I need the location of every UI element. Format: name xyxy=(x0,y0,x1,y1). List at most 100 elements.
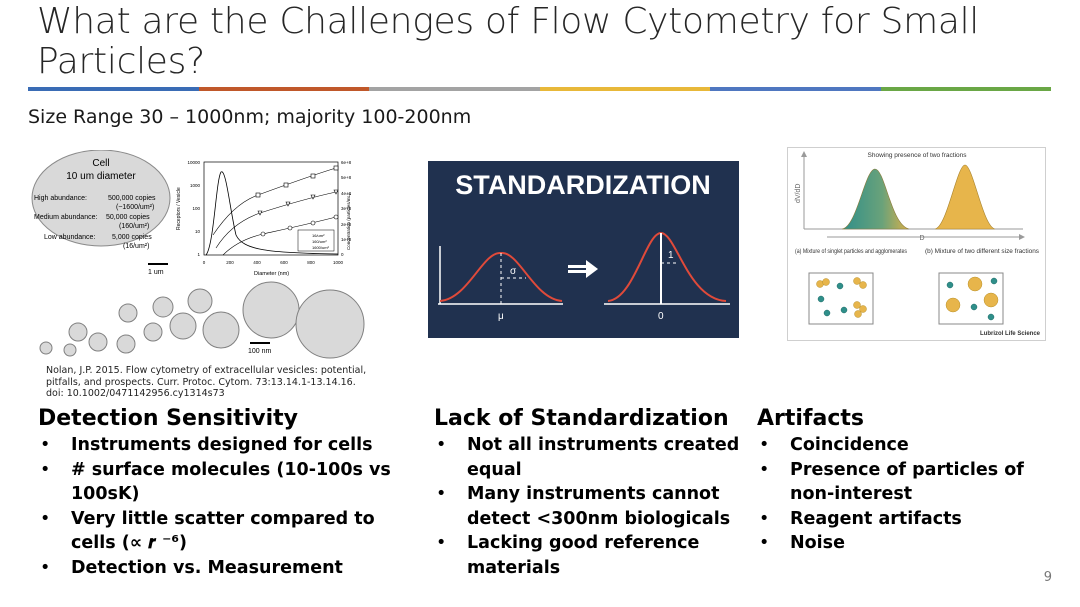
two-fractions-figure: Showing presence of two fractions dV/dD … xyxy=(787,147,1046,341)
lubrizol-credit: Lubrizol Life Science xyxy=(980,331,1041,337)
y-tick-left-5: 1 xyxy=(197,252,200,257)
abundance-high-value: 500,000 copies xyxy=(108,195,156,202)
particle-dot xyxy=(822,278,830,286)
concentration-curve xyxy=(205,171,339,256)
list-item: Noise xyxy=(757,531,1067,556)
list-item: Reagent artifacts xyxy=(757,507,1067,532)
divider-segment-2 xyxy=(198,87,369,91)
list-item: Very little scatter compared to cells (∝… xyxy=(38,507,398,556)
plot-y-axis-left: Receptors / Vesicle xyxy=(176,187,182,230)
abundance-high-density: (~1600/um²) xyxy=(116,204,154,211)
divider-segment-1 xyxy=(28,87,199,91)
series-16-marker-4 xyxy=(333,214,339,220)
series-16-marker-1 xyxy=(260,231,266,237)
slide-title: What are the Challenges of Flow Cytometr… xyxy=(37,1,980,82)
lack-of-standardization-column: Lack of Standardization Not all instrume… xyxy=(434,405,744,580)
particle-dot xyxy=(946,281,954,289)
artifacts-heading: Artifacts xyxy=(757,406,865,431)
series-160-marker-4 xyxy=(333,189,339,195)
series-16-marker-3 xyxy=(310,220,316,226)
standardization-banner: STANDARDIZATION xyxy=(455,170,710,200)
particle-dot xyxy=(967,276,983,292)
vesicle-circle xyxy=(68,322,88,342)
list-item: Presence of particles of non-interest xyxy=(757,458,1067,507)
title-divider xyxy=(28,87,1051,91)
cell-circle xyxy=(31,150,171,247)
vesicle-size-circles xyxy=(39,281,365,359)
vesicle-circle xyxy=(118,303,138,323)
fractions-x-label: D xyxy=(919,235,924,242)
plot-legend-box xyxy=(297,229,335,252)
particle-dot xyxy=(817,295,825,303)
peak-size-fraction xyxy=(934,164,996,230)
series-160-marker-1 xyxy=(257,210,263,216)
vesicle-circle xyxy=(116,334,136,354)
x-tick-1: 0 xyxy=(203,260,206,265)
vesicle-circle xyxy=(39,341,53,355)
x-tick-2: 200 xyxy=(226,260,234,265)
vesicle-circle xyxy=(63,343,77,357)
series-16-marker-2 xyxy=(287,225,293,231)
fractions-y-label: dV/dD xyxy=(795,184,802,203)
y-tick-left-2: 1000 xyxy=(190,183,201,188)
standardization-figure: STANDARDIZATION σ μ 1 0 xyxy=(428,161,739,338)
detection-sensitivity-list: Instruments designed for cells # surface… xyxy=(38,433,398,580)
divider-segment-4 xyxy=(539,87,710,91)
series-1600-marker-4 xyxy=(333,165,339,171)
legend-16: 16/um² xyxy=(312,233,325,238)
particle-scale-label: 100 nm xyxy=(248,348,272,355)
peak-singlet-agglomerates xyxy=(841,168,910,230)
particle-dot xyxy=(987,313,995,321)
list-item: Coincidence xyxy=(757,433,1067,458)
abundance-medium-value: 50,000 copies xyxy=(106,214,150,221)
divider-segment-5 xyxy=(710,87,881,91)
cell-diameter: 10 um diameter xyxy=(66,171,136,182)
particle-dot xyxy=(840,306,848,314)
standardization-background xyxy=(428,161,739,338)
list-item: Instruments designed for cells xyxy=(38,433,398,458)
vesicle-circle xyxy=(169,312,197,340)
abundance-high-label: High abundance: xyxy=(34,195,87,202)
y-tick-right-5: 2e+8 xyxy=(341,222,352,227)
x-tick-4: 600 xyxy=(280,260,288,265)
particle-dot xyxy=(854,310,862,318)
detection-sensitivity-column: Detection Sensitivity Instruments design… xyxy=(38,405,398,580)
mu-label: μ xyxy=(498,311,504,322)
vesicle-circle xyxy=(202,311,240,349)
size-range-subtitle: Size Range 30 – 1000nm; majority 100-200… xyxy=(28,106,472,128)
vesicle-circle xyxy=(88,332,108,352)
y-tick-left-4: 10 xyxy=(195,229,201,234)
series-1600-marker-2 xyxy=(283,182,289,188)
x-tick-5: 800 xyxy=(307,260,315,265)
series-1600-line xyxy=(212,167,337,236)
abundance-low-label: Low abundance: xyxy=(44,234,95,241)
particle-dot xyxy=(970,303,978,311)
list-item: Many instruments cannot detect <300nm bi… xyxy=(434,482,744,531)
x-tick-3: 400 xyxy=(253,260,261,265)
list-item: Detection vs. Measurement xyxy=(38,556,398,581)
series-1600-marker-1 xyxy=(255,192,261,198)
y-tick-right-7: 0 xyxy=(341,252,344,257)
divider-segment-3 xyxy=(369,87,540,91)
y-tick-left-3: 100 xyxy=(192,206,200,211)
figure-citation: Nolan, J.P. 2015. Flow cytometry of extr… xyxy=(46,365,367,399)
vesicle-circle xyxy=(242,281,300,339)
cell-label: Cell xyxy=(92,158,109,169)
y-tick-right-6: 1e+8 xyxy=(341,237,352,242)
plot-x-axis: Diameter (nm) xyxy=(254,271,289,277)
caption-a: (a) Mixture of singlet particles and agg… xyxy=(795,249,907,255)
abundance-low-value: 5,000 copies xyxy=(112,234,152,241)
detection-sensitivity-heading: Detection Sensitivity xyxy=(38,406,299,431)
plot-y-axis-right: Concentration (particles/mL) xyxy=(346,193,351,250)
transform-arrow-icon xyxy=(568,260,598,278)
series-1600-marker-3 xyxy=(310,173,316,179)
vesicle-circle xyxy=(143,322,163,342)
particle-dot xyxy=(853,301,861,309)
unit-sigma-label: 1 xyxy=(668,250,674,261)
caption-b: (b) Mixture of two different size fracti… xyxy=(925,249,1039,255)
zero-label: 0 xyxy=(658,311,664,322)
particle-dot xyxy=(859,305,867,313)
page-number: 9 xyxy=(1043,570,1052,585)
list-item: Not all instruments created equal xyxy=(434,433,744,482)
artifacts-list: Coincidence Presence of particles of non… xyxy=(757,433,1067,556)
